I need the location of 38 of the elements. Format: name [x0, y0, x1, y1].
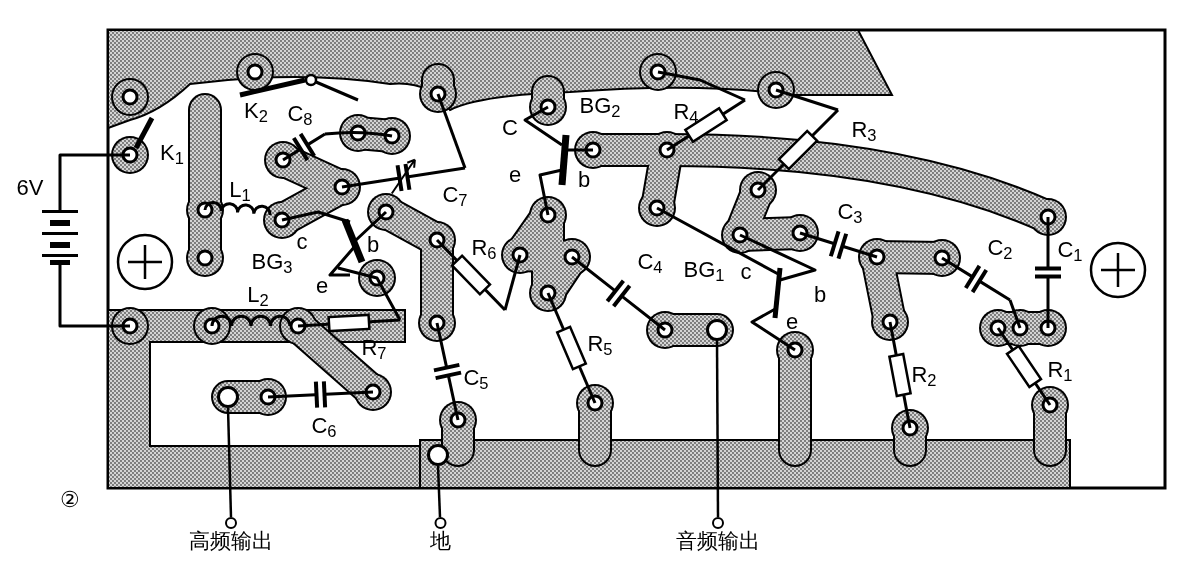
component-label: C$_{8}$: [286, 103, 314, 125]
component-label: b: [812, 284, 828, 306]
terminal-label: 高频输出: [189, 531, 273, 552]
component-label: b: [365, 234, 381, 256]
component-label: BG$_{3}$: [250, 251, 294, 273]
component-label: R$_{6}$: [470, 237, 498, 259]
component-label: C$_{5}$: [462, 367, 490, 389]
component-label: L$_{1}$: [228, 179, 252, 201]
component-label: C$_{2}$: [986, 237, 1014, 259]
component-label: e: [784, 311, 800, 333]
wire: [226, 407, 233, 518]
component-label: BG$_{1}$: [682, 259, 726, 281]
wire: [436, 465, 442, 518]
component-label: C$_{1}$: [1056, 239, 1084, 261]
component-label: R$_{5}$: [586, 333, 614, 355]
component-label: R$_{3}$: [850, 119, 878, 141]
component-label: c: [295, 231, 309, 253]
component-label: K$_{2}$: [243, 100, 269, 122]
component-label: C$_{7}$: [441, 184, 469, 206]
terminal-label: 音频输出: [676, 531, 760, 552]
component-label: R$_{1}$: [1046, 359, 1074, 381]
component-label: e: [507, 164, 523, 186]
component-label: ②: [59, 489, 81, 511]
terminal-label: 地: [429, 531, 451, 552]
component-label: C$_{4}$: [636, 251, 664, 273]
wire: [715, 341, 720, 517]
component-label: K$_{1}$: [159, 142, 185, 164]
component-label: C: [501, 117, 519, 139]
component-label: b: [576, 169, 592, 191]
component-label: BG$_{2}$: [578, 95, 622, 117]
component-label: C$_{3}$: [836, 201, 864, 223]
component-label: 6V: [15, 177, 45, 199]
component-label: R$_{4}$: [672, 101, 700, 123]
component-label: c: [739, 261, 753, 283]
component-label: R$_{2}$: [910, 364, 938, 386]
component-label: L$_{2}$: [246, 284, 270, 306]
component-label: e: [314, 275, 330, 297]
component-label: C$_{6}$: [310, 415, 338, 437]
